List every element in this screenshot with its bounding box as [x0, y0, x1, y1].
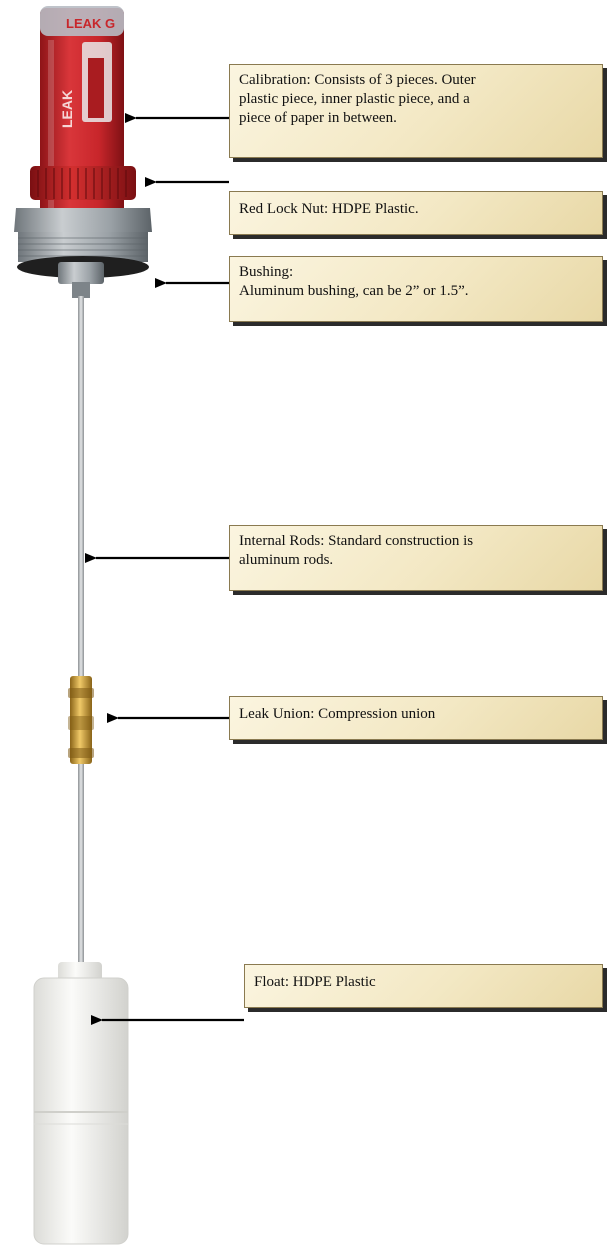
callout-calibration: Calibration: Consists of 3 pieces. Outer…	[229, 64, 603, 158]
red-lock-nut	[30, 166, 136, 200]
callout-text: Internal Rods: Standard construction is	[239, 533, 474, 549]
callout-internal-rods: Internal Rods: Standard construction is …	[229, 525, 603, 591]
callout-text: Aluminum bushing, can be 2” or 1.5”.	[239, 283, 469, 299]
gauge-highlight	[48, 40, 54, 220]
callout-text: piece of paper in between.	[239, 110, 397, 126]
internal-rod-lower	[78, 762, 84, 970]
callout-text: Calibration: Consists of 3 pieces. Outer	[239, 72, 476, 88]
callout-text: plastic piece, inner plastic piece, and …	[239, 91, 470, 107]
callout-text: aluminum rods.	[239, 552, 334, 568]
callout-text: Float: HDPE Plastic	[254, 974, 376, 990]
gauge-cap	[40, 6, 124, 36]
aluminum-bushing	[14, 208, 152, 298]
callout-text: Bushing:	[239, 264, 294, 280]
callout-text: Red Lock Nut: HDPE Plastic.	[239, 201, 419, 217]
gauge-side-text: LEAK	[59, 90, 75, 128]
callout-leak-union: Leak Union: Compression union	[229, 696, 603, 740]
callout-red-lock-nut: Red Lock Nut: HDPE Plastic.	[229, 191, 603, 235]
gauge-cap-text: LEAK G	[66, 16, 115, 31]
callout-float: Float: HDPE Plastic	[244, 964, 603, 1008]
callout-arrows	[85, 113, 244, 1025]
hdpe-float	[33, 962, 129, 1245]
gauge-indicator	[88, 58, 104, 118]
internal-rod-upper	[78, 296, 84, 678]
callout-bushing: Bushing: Aluminum bushing, can be 2” or …	[229, 256, 603, 322]
brass-compression-union	[68, 676, 94, 764]
callout-text: Leak Union: Compression union	[239, 706, 436, 722]
